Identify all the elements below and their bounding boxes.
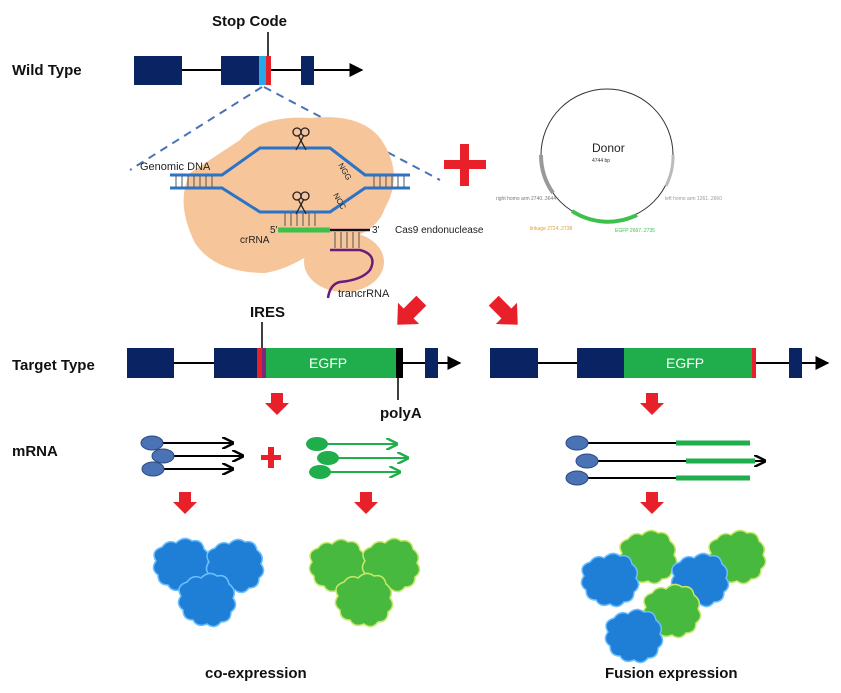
wt-exon-3 [301,56,314,85]
fusion-exon-1 [490,348,538,378]
donor-egfp: EGFP 2667..2735 [615,228,655,234]
wt-exon-1 [134,56,182,85]
fusion-expression-label: Fusion expression [605,665,738,682]
trancrrna-label: trancrRNA [338,288,390,300]
red-arrow-down [354,492,378,514]
target-gene-fusion: EGFP [490,348,830,378]
donor-plasmid: Donor 4744 bp right homo arm 2740..3644 … [496,88,722,234]
polya-label: polyA [380,405,422,422]
ires-exon-2 [214,348,260,378]
protein-green [308,537,421,628]
stop-code-label: Stop Code [212,13,287,30]
wt-stop-codon [266,56,271,85]
plus-icon [261,447,281,468]
mrna-group-ires [140,435,243,477]
ires-element [262,348,266,378]
ires-stop [257,348,262,378]
ires-label: IRES [250,304,285,321]
fusion-exon-3 [789,348,802,378]
donor-left-arm: left homo arm 1261..2660 [665,196,722,202]
fusion-egfp-label: EGFP [666,355,704,371]
five-prime-label: 5' [270,225,278,236]
red-arrow-left [397,295,427,325]
donor-linkage: linkage 2724..2738 [530,226,572,232]
wt-target-site [259,56,266,85]
mrna-group-egfp [306,437,408,479]
cas9-complex: Genomic DNA crRNA 5' 3' trancrRNA Cas9 e… [140,117,484,300]
ires-egfp-box [266,348,396,378]
red-arrow-down [640,393,664,415]
wt-exon-2 [221,56,261,85]
ires-exon-3 [425,348,438,378]
ires-exon-1 [127,348,174,378]
protein-blue [152,537,265,628]
cas9-label: Cas9 endonuclease [395,225,484,236]
wild-type-label: Wild Type [12,62,82,79]
scissors-icon [292,191,310,215]
red-arrow-right [488,295,518,325]
crrna-label: crRNA [240,235,270,246]
mrna-label: mRNA [12,443,58,460]
fusion-protein [580,529,678,608]
genomic-dna-label: Genomic DNA [140,161,211,173]
donor-title: Donor [592,141,625,155]
red-arrow-down [640,492,664,514]
target-gene-ires: EGFP [127,348,462,378]
fusion-stop [752,348,756,378]
fusion-protein [670,529,767,608]
donor-right-arm: right homo arm 2740..3644 [496,196,556,202]
fusion-exon-2 [577,348,624,378]
red-arrow-down [173,492,197,514]
fusion-protein [604,583,702,664]
plus-icon [444,144,486,186]
co-expression-label: co-expression [205,665,307,682]
red-arrow-down [265,393,289,415]
polya-element [396,348,403,378]
ires-egfp-label: EGFP [309,355,347,371]
three-prime-label: 3' [372,225,380,236]
zoom-line-left [129,86,263,171]
wild-type-gene [134,56,364,85]
mrna-group-fusion [565,435,765,486]
scissors-icon [292,127,310,151]
target-type-label: Target Type [12,357,95,374]
cas9-lobe [304,232,384,292]
donor-size: 4744 bp [592,158,610,164]
fusion-egfp-box [624,348,752,378]
